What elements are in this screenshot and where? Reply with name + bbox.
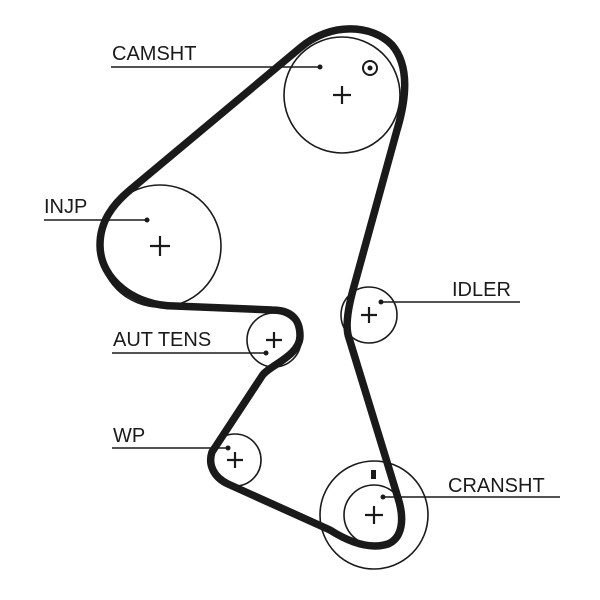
camshaft-pulley [283, 36, 401, 154]
injection-pump-leader [44, 217, 150, 223]
idler-label: IDLER [452, 279, 511, 301]
auto-tensioner-leader [112, 350, 269, 356]
water-pump-leader [112, 445, 231, 451]
camshaft-label: CAMSHT [112, 43, 196, 65]
timing-belt [96, 25, 409, 550]
camshaft-leader [111, 64, 323, 70]
auto-tensioner-label: AUT TENS [113, 329, 211, 351]
crankshaft-leader [380, 494, 560, 500]
crankshaft-pulley [319, 460, 429, 570]
idler-leader [378, 299, 520, 305]
crankshaft-timing-mark-icon [371, 470, 376, 479]
injection-pump-label: INJP [44, 196, 87, 218]
crankshaft-label: CRANSHT [448, 475, 545, 497]
water-pump-label: WP [113, 425, 145, 447]
